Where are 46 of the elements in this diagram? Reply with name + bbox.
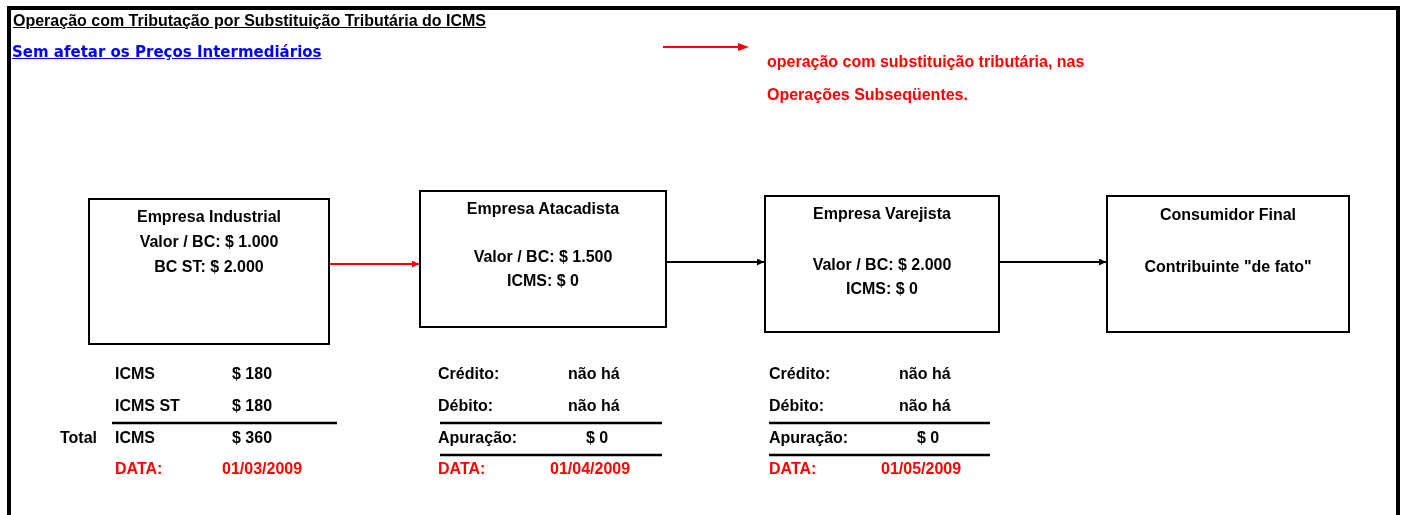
- table-cell: não há: [568, 365, 620, 383]
- arrow: [999, 258, 1107, 266]
- table-cell: Apuração:: [438, 429, 518, 447]
- table-cell: Apuração:: [769, 429, 849, 447]
- table-cell: $ 0: [586, 429, 609, 447]
- table-cell: $ 180: [232, 365, 273, 383]
- arrow: [666, 258, 765, 266]
- table-cell: DATA:: [115, 460, 163, 478]
- diagram-title: Operação com Tributação por Substituição Tributária do ICMS: [13, 12, 486, 30]
- table-cell: Total: [60, 429, 98, 447]
- node-text: Valor / BC: $ 1.000: [139, 233, 279, 251]
- legend-text: operação com substituição tributária, nas Operações Subseqüentes.: [767, 52, 1086, 105]
- node-text: BC ST: $ 2.000: [154, 258, 264, 276]
- node-text: Valor / BC: $ 2.000: [812, 256, 952, 274]
- table-cell: não há: [899, 397, 951, 415]
- table-cell: ICMS: [115, 365, 155, 383]
- node-text: Valor / BC: $ 1.500: [473, 248, 613, 266]
- table-cell: Crédito:: [769, 365, 831, 383]
- company-box: [1106, 195, 1350, 333]
- table-cell: $ 0: [917, 429, 940, 447]
- node-text: ICMS: $ 0: [846, 280, 918, 298]
- node-heading: Empresa Industrial: [136, 208, 281, 226]
- node-text: Contribuinte "de fato": [1144, 258, 1312, 276]
- table-cell: 01/03/2009: [222, 460, 303, 478]
- subtitle-link: Sem afetar os Preços Intermediários: [12, 43, 322, 61]
- arrow: [329, 260, 420, 268]
- table-cell: ICMS: [115, 429, 155, 447]
- node-text: ICMS: $ 0: [507, 272, 579, 290]
- node-heading: Consumidor Final: [1160, 206, 1296, 224]
- table-cell: DATA:: [438, 460, 486, 478]
- table-cell: $ 180: [232, 397, 273, 415]
- table-cell: Crédito:: [438, 365, 500, 383]
- company-box: [764, 195, 1000, 333]
- company-box: [88, 198, 330, 345]
- company-box: [419, 190, 667, 328]
- table-cell: DATA:: [769, 460, 817, 478]
- table-cell: $ 360: [232, 429, 273, 447]
- table-cell: 01/05/2009: [881, 460, 962, 478]
- table-cell: não há: [899, 365, 951, 383]
- node-heading: Empresa Varejista: [813, 205, 951, 223]
- table-cell: 01/04/2009: [550, 460, 631, 478]
- node-heading: Empresa Atacadista: [466, 200, 620, 218]
- table-cell: ICMS ST: [115, 397, 180, 415]
- table-cell: não há: [568, 397, 620, 415]
- table-cell: Débito:: [769, 397, 825, 415]
- table-cell: Débito:: [438, 397, 494, 415]
